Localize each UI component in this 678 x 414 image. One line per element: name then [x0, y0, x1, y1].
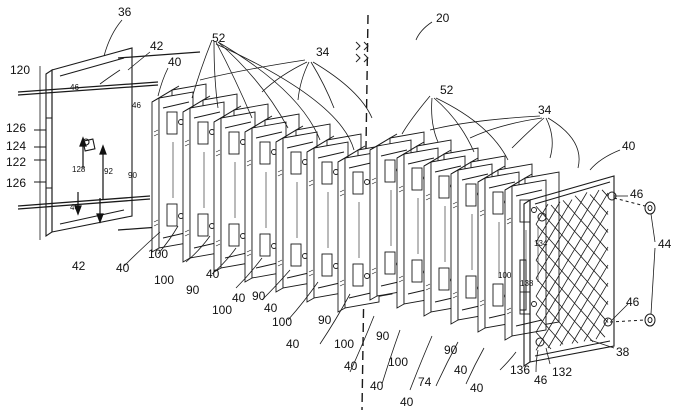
label-36: 36	[118, 5, 132, 19]
label-42-top: 42	[150, 39, 164, 53]
label-40-g: 40	[344, 359, 358, 373]
label-42-bottom: 42	[72, 259, 86, 273]
label-46-d: 46	[630, 187, 644, 201]
label-40-c: 40	[206, 267, 220, 281]
label-44: 44	[658, 237, 672, 251]
label-20: 20	[436, 11, 450, 25]
label-40-right: 40	[622, 139, 636, 153]
connector-strip-122	[34, 118, 52, 188]
label-100-g: 100	[498, 271, 512, 280]
label-92: 92	[104, 167, 113, 176]
label-40-i: 40	[400, 395, 414, 409]
label-100-f: 100	[388, 355, 408, 369]
label-40-e: 40	[264, 301, 278, 315]
label-134: 134	[534, 239, 548, 248]
cell-plate	[505, 172, 559, 340]
label-120: 120	[10, 63, 30, 77]
label-90-d: 90	[318, 313, 332, 327]
label-100-e: 100	[334, 337, 354, 351]
label-38: 38	[616, 345, 630, 359]
label-46-b: 46	[132, 101, 141, 110]
label-128: 128	[72, 165, 86, 174]
left-end-plate	[40, 48, 132, 240]
label-122: 122	[6, 155, 26, 169]
label-40-f: 40	[286, 337, 300, 351]
label-90-a: 90	[128, 171, 137, 180]
label-138: 138	[520, 279, 534, 288]
label-52-right: 52	[440, 83, 454, 97]
label-40-h: 40	[370, 379, 384, 393]
label-126-top: 126	[6, 121, 26, 135]
label-74: 74	[418, 375, 432, 389]
label-46-f: 46	[534, 373, 548, 387]
label-100-b: 100	[154, 273, 174, 287]
label-40-top: 40	[168, 55, 182, 69]
label-132: 132	[552, 365, 572, 379]
label-90-e: 90	[376, 329, 390, 343]
label-100-c: 100	[212, 303, 232, 317]
label-46-c: 46	[70, 203, 79, 212]
label-40-k: 40	[470, 381, 484, 395]
label-40-d: 40	[232, 291, 246, 305]
cell-stack-left	[152, 84, 392, 312]
label-46-a: 46	[70, 83, 79, 92]
cell-stack-right	[370, 132, 559, 340]
label-136: 136	[510, 363, 530, 377]
label-46-e: 46	[626, 295, 640, 309]
label-90-f: 90	[444, 343, 458, 357]
label-100-a: 100	[148, 247, 168, 261]
break-symbol	[356, 42, 368, 62]
label-40-j: 40	[454, 363, 468, 377]
label-90-b: 90	[186, 283, 200, 297]
label-100-d: 100	[272, 315, 292, 329]
label-126-bottom: 126	[6, 176, 26, 190]
flow-arrows	[75, 138, 106, 222]
label-40-b: 40	[116, 261, 130, 275]
label-124: 124	[6, 139, 26, 153]
label-34-right: 34	[538, 103, 552, 117]
label-34-top: 34	[316, 45, 330, 59]
label-52-top: 52	[212, 31, 226, 45]
